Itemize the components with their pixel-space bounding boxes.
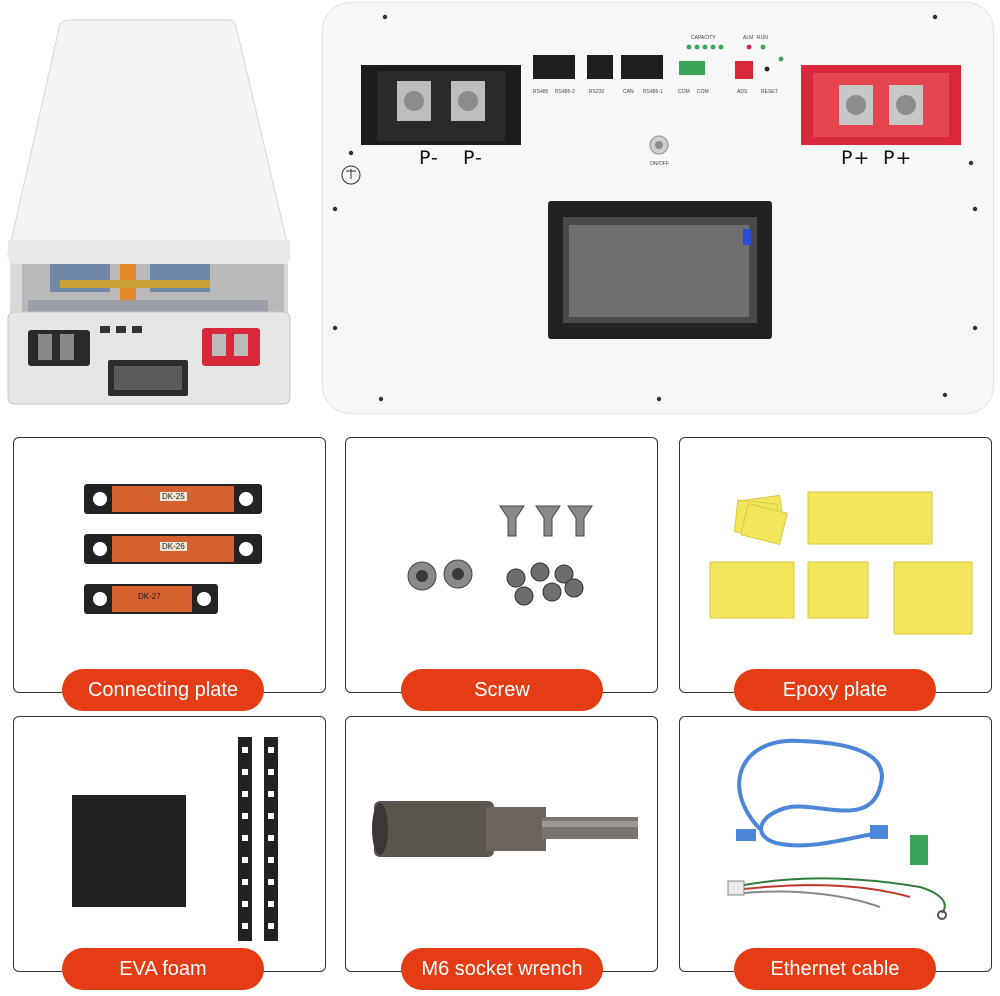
epoxy-plate-illustration — [709, 491, 973, 635]
port-label-com-1: COM — [678, 89, 690, 95]
terminal-negative-label-1: P- — [419, 147, 439, 169]
label-eva-foam: EVA foam — [62, 948, 264, 990]
battery-front-panel: P- P- P+ P+ RS485 RS485-2 RS232 CAN RS48… — [322, 2, 994, 414]
port-label-rs232: RS232 — [589, 89, 605, 95]
port-label-ads: ADS — [737, 89, 748, 95]
accessory-card-ethernet-cable — [679, 716, 992, 972]
port-label-rs485-2: RS485-2 — [555, 89, 575, 95]
battery-module-photo — [0, 0, 300, 410]
label-screw: Screw — [401, 669, 603, 711]
terminal-positive-label-1: P+ — [841, 147, 871, 169]
accessory-card-eva-foam — [13, 716, 326, 972]
port-label-rs485-1: RS485-1 — [643, 89, 663, 95]
socket-wrench-illustration — [372, 801, 638, 857]
indicator-label-alm: ALM — [743, 35, 754, 41]
port-label-can: CAN — [623, 89, 634, 95]
strip-mark-dk26: DK-26 — [160, 542, 187, 551]
terminal-negative-label-2: P- — [463, 147, 483, 169]
indicator-label-run: RUN — [757, 35, 768, 41]
connecting-plate-illustration — [84, 484, 262, 614]
screw-illustration — [407, 505, 593, 606]
front-panel-illustration — [332, 14, 978, 402]
switch-label: ON/OFF — [650, 161, 669, 167]
eva-foam-illustration — [72, 737, 278, 941]
terminal-positive-label-2: P+ — [883, 147, 913, 169]
label-connecting-plate: Connecting plate — [62, 669, 264, 711]
battery-module-illustration — [7, 19, 291, 405]
accessory-card-screw — [345, 437, 658, 693]
port-label-reset: RESET — [761, 89, 778, 95]
accessory-card-connecting-plate: DK-25 DK-26 DK-27 — [13, 437, 326, 693]
label-m6-socket-wrench: M6 socket wrench — [401, 948, 603, 990]
strip-mark-dk25: DK-25 — [160, 492, 187, 501]
port-label-rs485: RS485 — [533, 89, 549, 95]
capacity-label: CAPACITY — [691, 35, 716, 41]
ethernet-cable-illustration — [727, 738, 947, 920]
port-label-com-2: COM — [697, 89, 709, 95]
accessory-card-m6-socket-wrench — [345, 716, 658, 972]
strip-mark-dk27: DK-27 — [138, 592, 161, 601]
label-ethernet-cable: Ethernet cable — [734, 948, 936, 990]
accessory-card-epoxy-plate — [679, 437, 992, 693]
label-epoxy-plate: Epoxy plate — [734, 669, 936, 711]
